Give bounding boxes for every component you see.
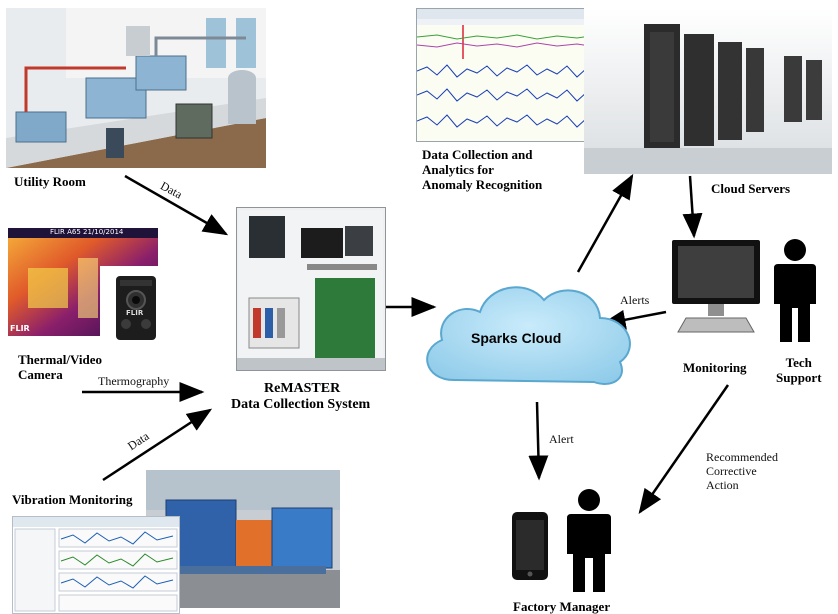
factory-manager-person-icon xyxy=(567,489,611,592)
monitor-icon xyxy=(672,240,760,333)
arrow-cloud-to-manager xyxy=(528,401,549,481)
remaster-label-2: Data Collection System xyxy=(231,397,371,412)
sparks-cloud-label: Sparks Cloud xyxy=(471,330,562,346)
arrow-monitoring-to-manager xyxy=(638,384,730,515)
remaster-panel-image xyxy=(236,207,386,371)
flir-logo-small: FLIR xyxy=(10,324,30,333)
cloud-servers-image xyxy=(584,8,832,174)
edge-label-recommended: Recommended Corrective Action xyxy=(706,450,778,492)
utility-room-image xyxy=(6,8,266,168)
monitoring-label: Monitoring xyxy=(683,360,747,375)
arrow-vibration-to-remaster xyxy=(102,408,213,482)
remaster-label-1: ReMASTER xyxy=(264,381,341,396)
sparks-cloud-shape xyxy=(426,286,631,385)
thermal-header: FLIR A65 21/10/2014 xyxy=(50,228,124,236)
smartphone-icon xyxy=(512,512,548,580)
analytics-label: Data Collection and Analytics for Anomal… xyxy=(422,147,543,192)
tech-support-label: Tech Support xyxy=(776,355,822,385)
flir-logo-camera: FLIR xyxy=(126,309,144,317)
utility-room-label: Utility Room xyxy=(14,174,86,189)
thermal-label: Thermal/Video Camera xyxy=(18,352,103,382)
vibration-software-screen xyxy=(12,516,180,614)
tech-support-person-icon xyxy=(774,239,816,342)
edge-label-thermography: Thermography xyxy=(98,374,170,388)
edge-label-alert: Alert xyxy=(549,432,574,446)
arrow-servers-to-monitoring xyxy=(682,175,703,239)
edge-label-alerts: Alerts xyxy=(620,293,650,307)
vibration-label: Vibration Monitoring xyxy=(12,492,133,507)
arrow-cloud-to-analytics xyxy=(576,173,634,273)
arrow-utility-to-remaster xyxy=(124,174,229,236)
cloud-servers-label: Cloud Servers xyxy=(711,181,791,196)
flir-camera-image: FLIR xyxy=(100,266,174,350)
factory-manager-label: Factory Manager xyxy=(513,599,611,614)
